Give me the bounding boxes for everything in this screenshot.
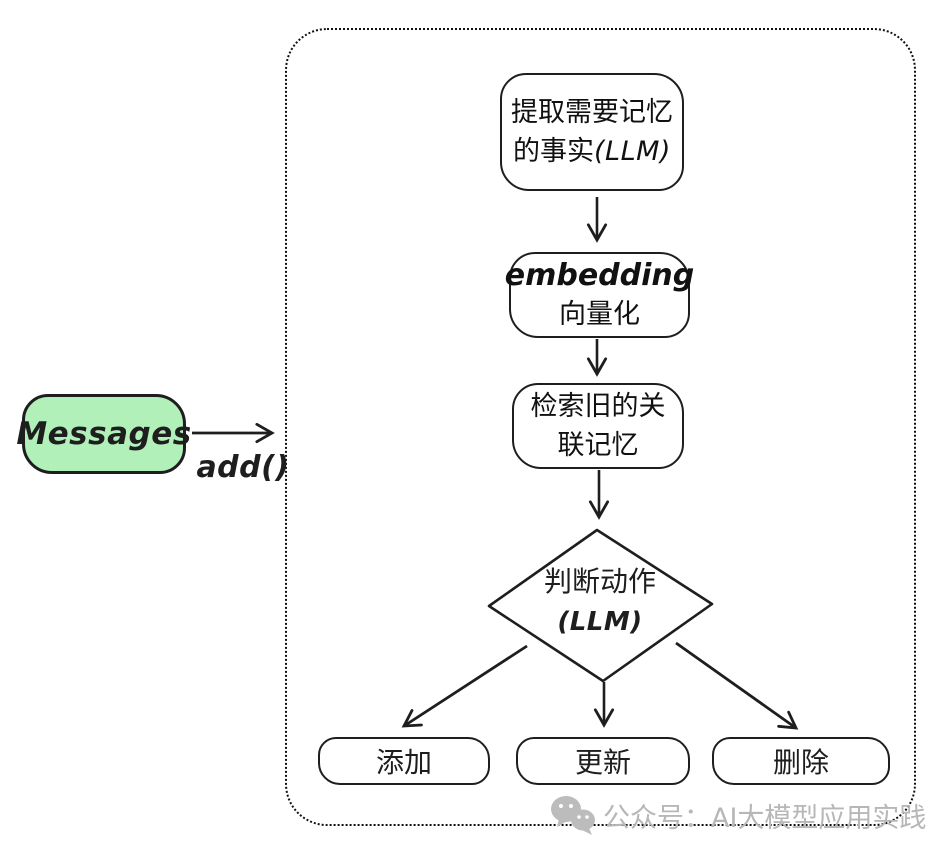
- node-messages-label: Messages: [16, 416, 192, 452]
- node-action-add: 添加: [318, 737, 490, 785]
- node-decision-line1: 判断动作: [543, 565, 656, 598]
- node-retrieve-line2: 联记忆: [557, 430, 639, 461]
- node-retrieve-memories: 检索旧的关 联记忆: [512, 383, 684, 469]
- node-action-delete-label: 删除: [772, 746, 829, 779]
- add-arrow-label: add(): [196, 450, 290, 485]
- node-action-delete: 删除: [712, 737, 890, 785]
- node-decision-label: 判断动作 (LLM): [510, 562, 690, 642]
- pipeline-dashed-frame: [285, 28, 916, 826]
- node-embedding-line1: embedding: [504, 257, 695, 293]
- node-action-add-label: 添加: [375, 746, 432, 779]
- node-extract-facts: 提取需要记忆 的事实(LLM): [500, 73, 684, 191]
- node-embedding-line2: 向量化: [559, 298, 640, 330]
- watermark-text: 公众号：AI大模型应用实践: [603, 802, 927, 834]
- node-action-update: 更新: [516, 737, 690, 785]
- node-extract-line2-llm: (LLM): [594, 136, 671, 167]
- node-extract-line1: 提取需要记忆: [511, 97, 673, 128]
- node-messages: Messages: [16, 394, 191, 474]
- node-decision-line2: (LLM): [557, 607, 643, 637]
- node-action-update-label: 更新: [574, 746, 631, 779]
- wechat-icon: [551, 796, 595, 835]
- node-extract-line2: 的事实(LLM): [513, 132, 671, 171]
- watermark: 公众号：AI大模型应用实践: [549, 794, 926, 836]
- node-extract-line2-prefix: 的事实: [513, 136, 595, 167]
- node-embedding: embedding 向量化: [505, 252, 694, 338]
- node-retrieve-line1: 检索旧的关: [530, 391, 666, 422]
